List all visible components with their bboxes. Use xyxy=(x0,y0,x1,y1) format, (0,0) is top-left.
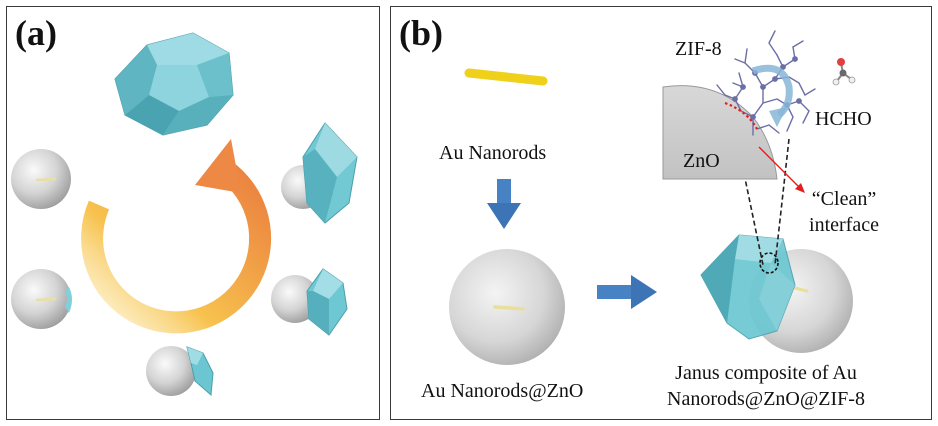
clean-interface-pointer xyxy=(758,146,804,192)
sphere-right-middle xyxy=(271,275,319,323)
janus-crystal xyxy=(700,234,796,340)
cycle-arrow xyxy=(81,139,272,334)
right-arrow xyxy=(597,275,657,309)
clean-label-line2: interface xyxy=(809,214,879,236)
zif8-crystal xyxy=(114,32,234,136)
janus-label-line1: Janus composite of Au xyxy=(675,362,857,384)
hcho-label: HCHO xyxy=(815,108,872,130)
au-nanorods-label: Au Nanorods xyxy=(439,142,547,164)
clean-interface-line xyxy=(724,101,758,130)
panel-b: (b) xyxy=(390,6,932,420)
panel-b-illustration xyxy=(449,30,856,365)
zif8-label: ZIF-8 xyxy=(675,38,722,60)
hcho-molecule xyxy=(832,58,856,86)
au-zno-label: Au Nanorods@ZnO xyxy=(421,380,584,402)
panel-b-label: (b) xyxy=(399,13,443,53)
crystal-medium-right xyxy=(306,268,348,336)
au-nanorod xyxy=(464,68,548,86)
crystal-large-right xyxy=(302,122,358,224)
panel-a-illustration xyxy=(11,32,358,397)
sphere-bottom xyxy=(146,346,196,396)
janus-label-line2: Nanorods@ZnO@ZIF-8 xyxy=(667,388,865,410)
panel-a-label: (a) xyxy=(15,13,57,53)
crystal-small-bottom xyxy=(186,346,214,397)
panel-a: (a) xyxy=(6,6,380,420)
zno-surface xyxy=(662,85,778,180)
zno-label: ZnO xyxy=(683,150,720,172)
clean-label-line1: “Clean” xyxy=(811,188,877,210)
down-arrow xyxy=(487,179,521,229)
tiny-crystal xyxy=(65,287,72,313)
